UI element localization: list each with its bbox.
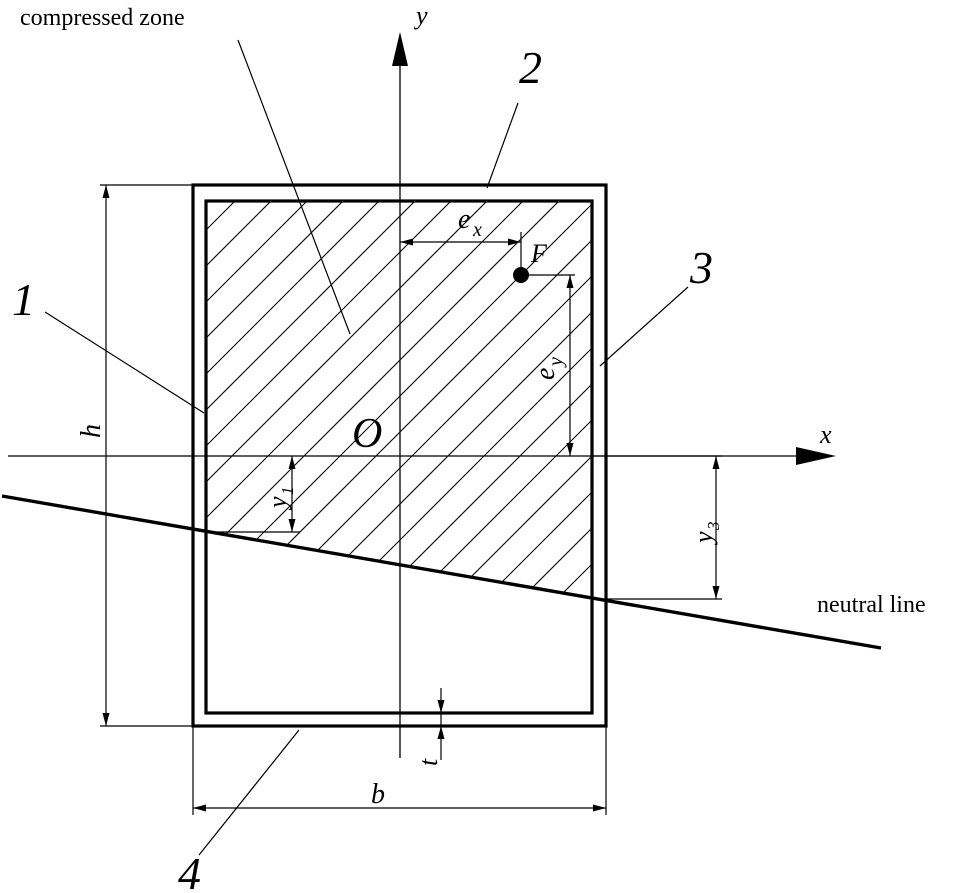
y1-arrow-top [288,456,296,469]
wall-4-label: 4 [178,848,201,893]
wall-1-label: 1 [12,274,35,325]
hatch-line [206,201,592,598]
hatch-line [206,201,401,598]
t-arrow-top [437,700,445,713]
y-axis-label: y [413,1,428,30]
ey-arrow-bottom [566,443,574,456]
y3-label-base: y [689,531,718,546]
t-arrow-bottom [437,726,445,739]
hatch-line [206,201,592,598]
compressed-zone-label: compressed zone [20,5,185,31]
leader-wall-4 [198,729,300,856]
force-point [513,267,529,283]
hatch-line [206,201,592,598]
y3-arrow-top [712,456,720,469]
b-arrow-left [193,804,206,812]
neutral-line [1,494,882,650]
x-axis-arrow [796,447,836,465]
leader-wall-3 [599,286,689,367]
hatch-line [206,201,437,598]
ey-label-base: e [530,368,561,380]
inner-contour [204,199,594,715]
leader-wall-2 [486,102,519,189]
neutral-line-label: neutral line [817,592,926,618]
hatch-line [206,201,509,598]
b-label: b [371,779,385,810]
hatch-line [206,201,592,598]
hatch-line [206,201,473,598]
force-label: F [530,239,548,268]
h-label: h [76,424,107,438]
ey-arrow-top [566,275,574,288]
y3-label: y 3 [689,522,723,547]
ey-label-sub: y [545,357,567,368]
y1-label-sub: 1 [278,487,297,496]
hatch-line [206,201,592,598]
ex-label-base: e [458,204,470,235]
y1-label-base: y [263,496,292,511]
hatch-line [206,201,545,598]
leader-wall-1 [44,311,205,414]
leader-compressed-zone [237,39,351,335]
hatch-line [455,201,592,598]
ex-arrow-left [400,238,413,246]
wall-2-label: 2 [519,42,542,93]
hatch-line [206,201,592,598]
y-axis-arrow [392,32,408,66]
hatch-line [206,201,592,598]
hatch-line [206,201,592,598]
b-arrow-right [593,804,606,812]
hatch-line [419,201,592,598]
t-label: t [414,758,443,766]
h-arrow-bottom [102,713,110,726]
ex-arrow-right [508,238,521,246]
x-axis-label: x [819,420,832,449]
y1-arrow-bottom [288,519,296,532]
wall-3-label: 3 [689,242,713,293]
hatch-line [206,201,592,598]
ex-label: e x [458,204,482,241]
y3-arrow-bottom [712,586,720,599]
y1-label: y 1 [263,487,297,512]
origin-label: O [352,411,382,457]
y3-label-sub: 3 [704,522,723,532]
h-arrow-top [102,185,110,198]
hatch-line [206,201,581,598]
ex-label-sub: x [472,219,482,241]
ey-label: e y [530,357,567,380]
